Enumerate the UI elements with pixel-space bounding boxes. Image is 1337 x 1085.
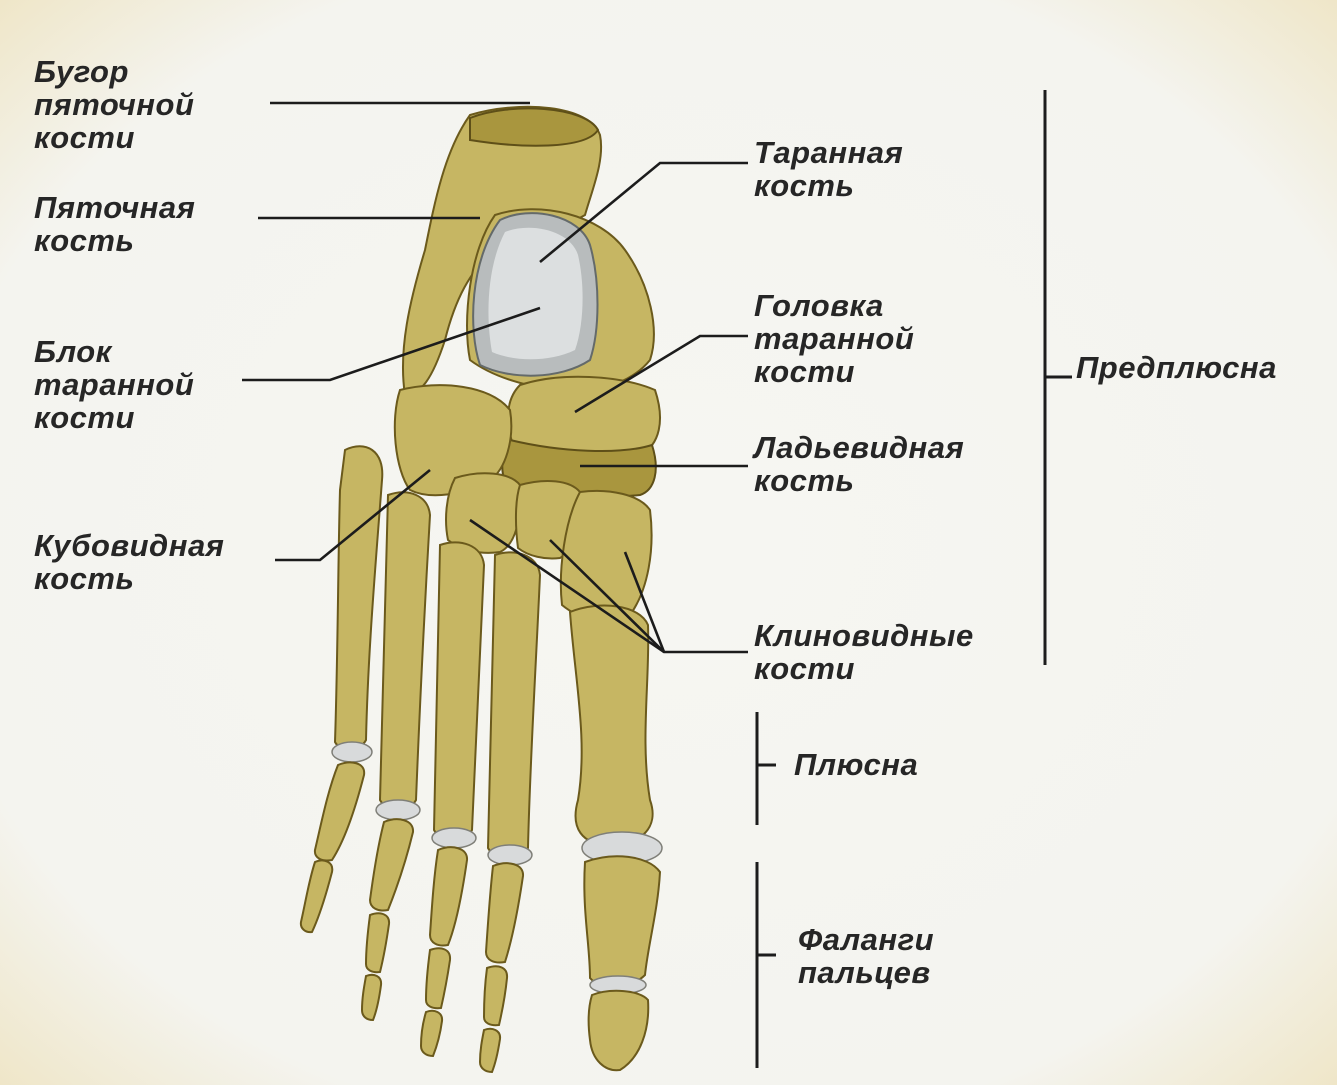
metatarsal-5-bone [335, 446, 382, 749]
mtp-joint-3 [432, 828, 476, 848]
label-cuboid: Кубовидная кость [34, 528, 234, 596]
calcaneal-tuber-bone [470, 108, 598, 145]
lateral-cuneiform-bone [446, 473, 520, 553]
phalanx-2-proximal [486, 863, 523, 962]
phalanx-3-middle [426, 948, 450, 1008]
phalanx-4-middle [366, 913, 389, 972]
phalanx-5-distal [301, 860, 332, 932]
label-talus: Таранная кость [754, 135, 912, 203]
label-calcaneal-tuber: Бугор пяточной кости [34, 54, 204, 155]
phalanx-3-distal [421, 1011, 442, 1056]
label-metatarsus: Плюсна [794, 747, 918, 782]
metatarsal-4-bone [380, 492, 430, 809]
label-talus-head: Головка таранной кости [754, 288, 923, 389]
label-talus-trochlea: Блок таранной кости [34, 334, 203, 435]
phalanx-3-proximal [430, 847, 467, 945]
mtp-joint-5 [332, 742, 372, 762]
talus-trochlea-highlight [488, 228, 582, 359]
label-tarsus: Предплюсна [1076, 350, 1277, 385]
medial-cuneiform-bone [561, 491, 652, 620]
phalanx-1-proximal [584, 856, 660, 986]
phalanx-4-distal [362, 975, 381, 1020]
metatarsal-2-bone [488, 552, 540, 857]
phalanx-2-distal [480, 1029, 500, 1072]
phalanx-5-proximal [315, 762, 364, 860]
foot-bones-illustration [301, 107, 662, 1072]
phalanx-1-distal [589, 991, 649, 1070]
label-calcaneus: Пяточная кость [34, 190, 205, 258]
phalanx-2-middle [484, 966, 507, 1025]
mtp-joint-2 [488, 845, 532, 865]
metatarsal-1-bone [570, 606, 653, 845]
mtp-joint-4 [376, 800, 420, 820]
label-phalanges: Фаланги пальцев [798, 922, 943, 990]
label-cuneiforms: Клиновидные кости [754, 618, 983, 686]
metatarsal-3-bone [434, 542, 484, 839]
phalanx-4-proximal [370, 819, 413, 910]
label-navicular: Ладьевидная кость [752, 430, 973, 498]
